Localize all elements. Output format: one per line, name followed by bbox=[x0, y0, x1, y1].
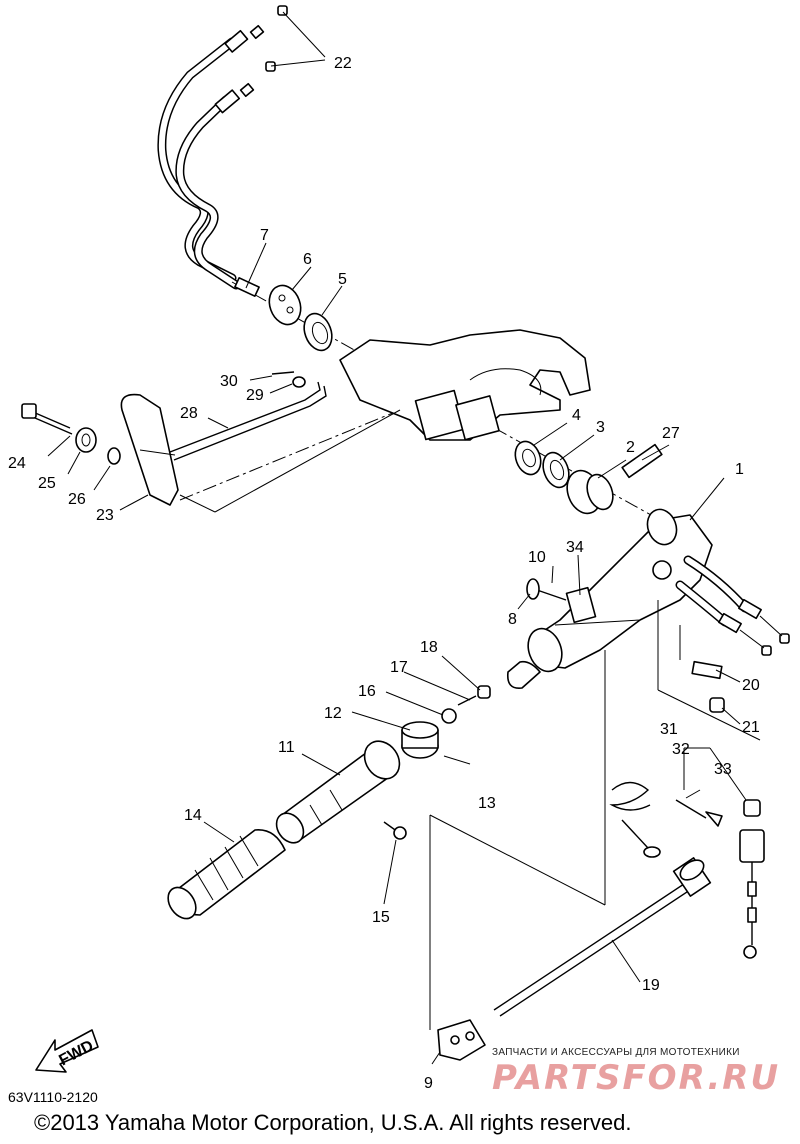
bushing-set-upper bbox=[234, 277, 333, 352]
steering-bracket bbox=[339, 329, 591, 441]
screw-and-clip bbox=[526, 565, 567, 601]
callout-9: 9 bbox=[424, 1075, 433, 1092]
callout-29: 29 bbox=[246, 387, 264, 404]
callout-23: 23 bbox=[96, 507, 114, 524]
callout-21: 21 bbox=[742, 719, 760, 736]
callout-10: 10 bbox=[528, 549, 546, 566]
callout-5: 5 bbox=[338, 271, 347, 288]
washers-set bbox=[514, 440, 663, 515]
callout-28: 28 bbox=[180, 405, 198, 422]
copyright-notice: ©2013 Yamaha Motor Corporation, U.S.A. A… bbox=[34, 1110, 632, 1135]
plate-and-bolt bbox=[657, 600, 761, 741]
callout-8: 8 bbox=[508, 611, 517, 628]
callout-22: 22 bbox=[334, 55, 352, 72]
callout-32: 32 bbox=[672, 741, 690, 758]
leader-lines bbox=[47, 242, 741, 1065]
callout-4: 4 bbox=[572, 407, 581, 424]
watermark-logo: PARTSFOR.RU bbox=[492, 1058, 781, 1098]
callout-30: 30 bbox=[220, 373, 238, 390]
callout-12: 12 bbox=[324, 705, 342, 722]
callout-14: 14 bbox=[184, 807, 202, 824]
callout-26: 26 bbox=[68, 491, 86, 508]
friction-bolt-set bbox=[441, 685, 491, 724]
grip-screw bbox=[383, 821, 407, 840]
fwd-arrow-icon: FWD bbox=[35, 1029, 99, 1073]
shift-rod bbox=[493, 857, 712, 1017]
callout-25: 25 bbox=[38, 475, 56, 492]
callout-18: 18 bbox=[420, 639, 438, 656]
throttle-cables-lower bbox=[675, 555, 790, 656]
callout-31: 31 bbox=[660, 721, 678, 738]
callout-1: 1 bbox=[735, 461, 744, 478]
part-code: 63V1110-2120 bbox=[8, 1089, 98, 1105]
callout-24: 24 bbox=[8, 455, 26, 472]
watermark-tagline: ЗАПЧАСТИ И АКСЕССУАРЫ ДЛЯ МОТОТЕХНИКИ bbox=[492, 1047, 740, 1058]
callout-27: 27 bbox=[662, 425, 680, 442]
callout-15: 15 bbox=[372, 909, 390, 926]
callout-3: 3 bbox=[596, 419, 605, 436]
callout-7: 7 bbox=[260, 227, 269, 244]
callout-16: 16 bbox=[358, 683, 376, 700]
stop-switch-assy bbox=[609, 747, 765, 959]
callout-11: 11 bbox=[278, 739, 295, 756]
callout-19: 19 bbox=[642, 977, 660, 994]
throttle-grip bbox=[167, 829, 286, 920]
grip-collar bbox=[401, 721, 471, 765]
callout-13: 13 bbox=[478, 795, 496, 812]
tiller-lever-set bbox=[21, 371, 401, 513]
neutral-switch bbox=[429, 650, 606, 1061]
steering-handle-body bbox=[506, 508, 713, 689]
callout-2: 2 bbox=[626, 439, 635, 456]
callout-17: 17 bbox=[390, 659, 408, 676]
callout-34: 34 bbox=[566, 539, 584, 556]
callout-20: 20 bbox=[742, 677, 760, 694]
callout-6: 6 bbox=[303, 251, 312, 268]
throttle-shaft bbox=[275, 740, 401, 844]
throttle-cables-upper bbox=[157, 5, 326, 290]
callout-labels: 1 2 3 4 5 6 7 8 9 10 11 12 13 14 15 16 1… bbox=[8, 55, 760, 1092]
callout-33: 33 bbox=[714, 761, 732, 778]
